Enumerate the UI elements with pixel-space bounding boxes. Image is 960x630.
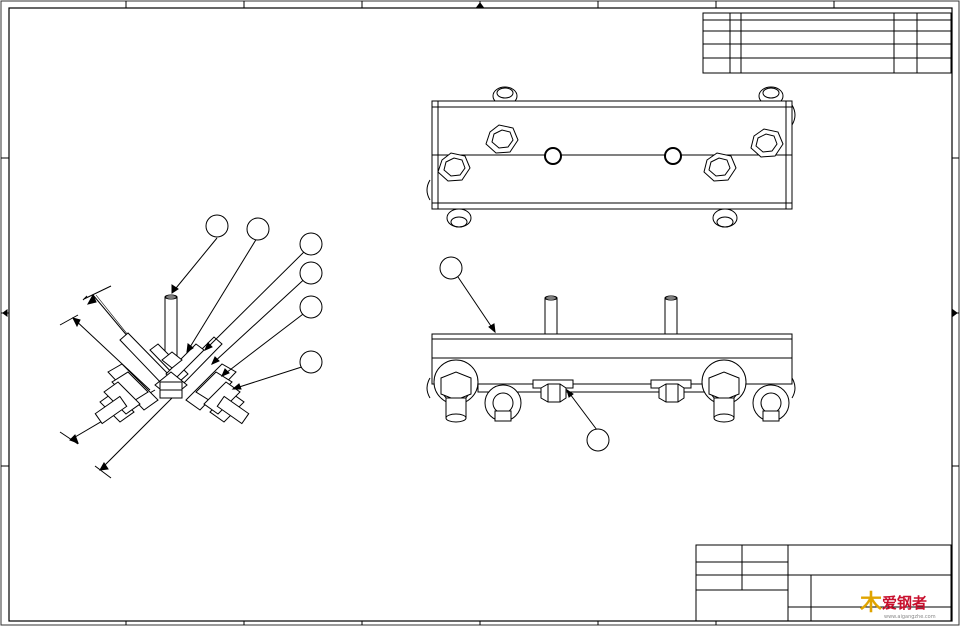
front-view	[426, 256, 796, 452]
callout-balloon	[439, 256, 463, 280]
callout-balloon	[299, 295, 323, 319]
watermark-name: 爱钢者	[882, 594, 927, 612]
watermark-mark: 木	[859, 591, 883, 616]
watermark-url: www.aigangzhe.com	[884, 614, 936, 620]
watermark-logo: 木 爱钢者 www.aigangzhe.com	[859, 591, 936, 620]
title-block	[695, 544, 952, 622]
callout-balloon	[299, 350, 323, 374]
revision-table	[702, 12, 952, 74]
callout-balloon	[205, 214, 229, 238]
callout-balloon	[246, 217, 270, 241]
callout-balloon	[586, 428, 610, 452]
callout-balloon	[299, 232, 323, 256]
isometric-view	[59, 214, 323, 479]
top-view	[426, 86, 796, 228]
callout-balloon	[299, 261, 323, 285]
